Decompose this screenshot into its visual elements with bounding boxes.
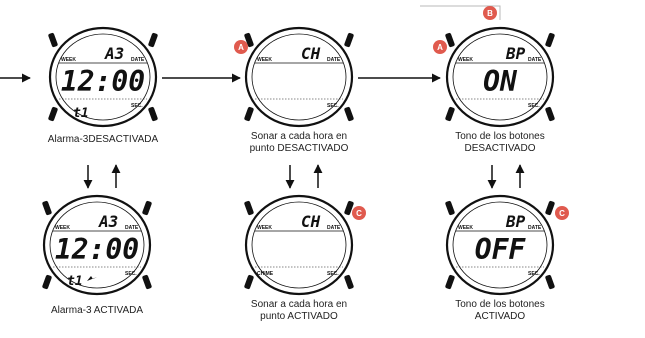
watch-week-label: WEEK bbox=[257, 225, 272, 231]
watch-week-label: WEEK bbox=[55, 225, 70, 231]
watch-chime-on: WEEK DATE CH CHIME SEC. bbox=[244, 194, 354, 296]
watch-top-digits: CH bbox=[301, 44, 321, 63]
marker-a-tone: A bbox=[433, 40, 447, 54]
watch-top-digits: A3 bbox=[104, 44, 124, 63]
caption-line: Tono de los botones bbox=[455, 299, 545, 310]
watch-main-digits: 12:00 bbox=[61, 65, 145, 98]
watch-sub-digits: t1 bbox=[67, 274, 83, 289]
watch-sec-label: SEC. bbox=[131, 103, 143, 109]
caption-line: Sonar a cada hora en bbox=[250, 299, 348, 310]
marker-a-chime: A bbox=[234, 40, 248, 54]
watch-date-label: DATE bbox=[528, 225, 542, 231]
watch-sub-digits: t1 bbox=[73, 106, 89, 121]
svg-text:A: A bbox=[238, 43, 244, 52]
caption-line: Tono de los botones bbox=[455, 131, 545, 142]
svg-text:A: A bbox=[437, 43, 443, 52]
marker-c-chime: C bbox=[352, 206, 366, 220]
watch-sec-label: SEC. bbox=[327, 103, 339, 109]
watch-week-label: WEEK bbox=[61, 57, 76, 63]
caption-tone-off: Tono de los botones DESACTIVADO bbox=[425, 131, 575, 155]
watch-main-digits: ON bbox=[483, 65, 518, 98]
svg-text:B: B bbox=[487, 9, 493, 18]
watch-chime-off: WEEK DATE CH SEC. bbox=[244, 26, 354, 128]
watch-sec-label: SEC. bbox=[125, 271, 137, 277]
caption-alarm-off: Alarma-3DESACTIVADA bbox=[28, 134, 178, 146]
caption-line: Sonar a cada hora en bbox=[250, 131, 348, 142]
svg-text:C: C bbox=[559, 209, 565, 218]
watch-sec-label: SEC. bbox=[327, 271, 339, 277]
watch-date-label: DATE bbox=[528, 57, 542, 63]
alarm-bell-icon bbox=[87, 276, 97, 281]
watch-top-digits: BP bbox=[505, 44, 526, 63]
watch-chime-label: CHIME bbox=[257, 271, 274, 277]
toggle-arrows-tone bbox=[487, 164, 525, 189]
watch-week-label: WEEK bbox=[257, 57, 272, 63]
watch-main-digits: OFF bbox=[475, 233, 527, 266]
watch-date-label: DATE bbox=[125, 225, 139, 231]
caption-chime-off: Sonar a cada hora en punto DESACTIVADO bbox=[224, 131, 374, 155]
watch-sec-label: SEC. bbox=[528, 271, 540, 277]
svg-text:C: C bbox=[356, 209, 362, 218]
watch-top-digits: CH bbox=[301, 212, 321, 231]
watch-tone-on: WEEK DATE BP OFF SEC. bbox=[445, 194, 555, 296]
caption-line: punto ACTIVADO bbox=[260, 311, 338, 322]
watch-date-label: DATE bbox=[327, 57, 341, 63]
watch-main-digits: 12:00 bbox=[55, 233, 139, 266]
marker-b-tone: B bbox=[483, 6, 497, 20]
watch-tone-off: WEEK DATE BP ON SEC. bbox=[445, 26, 555, 128]
caption-line: punto DESACTIVADO bbox=[249, 143, 349, 154]
toggle-arrows-alarm bbox=[83, 164, 121, 189]
watch-top-digits: A3 bbox=[98, 212, 118, 231]
watch-date-label: DATE bbox=[327, 225, 341, 231]
watch-week-label: WEEK bbox=[458, 225, 473, 231]
caption-line: ACTIVADO bbox=[474, 311, 526, 322]
watch-week-label: WEEK bbox=[458, 57, 473, 63]
frame-line bbox=[420, 5, 501, 20]
watch-alarm-on: WEEK DATE A3 12:00 t1 SEC. bbox=[42, 194, 152, 296]
watch-sec-label: SEC. bbox=[528, 103, 540, 109]
watch-date-label: DATE bbox=[131, 57, 145, 63]
caption-line: DESACTIVADO bbox=[464, 143, 536, 154]
caption-chime-on: Sonar a cada hora en punto ACTIVADO bbox=[224, 299, 374, 323]
caption-alarm-on: Alarma-3 ACTIVADA bbox=[22, 305, 172, 317]
toggle-arrows-chime bbox=[285, 164, 323, 189]
watch-top-digits: BP bbox=[505, 212, 526, 231]
caption-line: Alarma-3DESACTIVADA bbox=[47, 134, 159, 145]
marker-c-tone: C bbox=[555, 206, 569, 220]
caption-line: Alarma-3 ACTIVADA bbox=[50, 305, 144, 316]
watch-alarm-off: WEEK DATE A3 12:00 t1 SEC. bbox=[48, 26, 158, 128]
caption-tone-on: Tono de los botones ACTIVADO bbox=[425, 299, 575, 323]
